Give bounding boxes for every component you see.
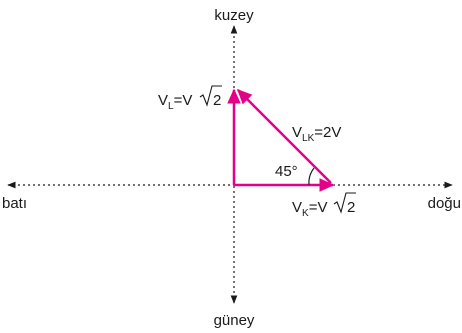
vk-main: V — [292, 199, 302, 216]
label-angle: 45° — [275, 163, 298, 180]
label-vk: VK=V 2 — [292, 192, 356, 219]
label-vlk: VLK=2V — [292, 124, 341, 144]
vl-rhs: =V — [174, 92, 193, 109]
label-south: güney — [214, 312, 255, 329]
label-west: batı — [2, 195, 27, 212]
vk-sqrt-sign — [333, 192, 356, 214]
svg-text:VK=V: VK=V — [292, 199, 327, 219]
vlk-sub: LK — [302, 133, 315, 144]
vl-main: V — [158, 92, 168, 109]
vk-sub: K — [302, 208, 309, 219]
vlk-main: V — [292, 124, 302, 141]
vk-radicand: 2 — [347, 199, 355, 216]
label-vl: VL=V 2 — [158, 85, 222, 112]
vk-rhs: =V — [309, 199, 328, 216]
svg-text:VLK=2V: VLK=2V — [292, 124, 341, 144]
label-east: doğu — [428, 195, 461, 212]
vl-radicand: 2 — [213, 92, 221, 109]
vector-vlk — [236, 88, 332, 184]
vl-sub: L — [168, 101, 174, 112]
label-north: kuzey — [214, 7, 254, 24]
vlk-rhs: =2V — [314, 124, 341, 141]
angle-arc — [308, 167, 315, 186]
svg-text:VL=V: VL=V — [158, 92, 192, 112]
vl-sqrt-sign — [199, 85, 222, 107]
